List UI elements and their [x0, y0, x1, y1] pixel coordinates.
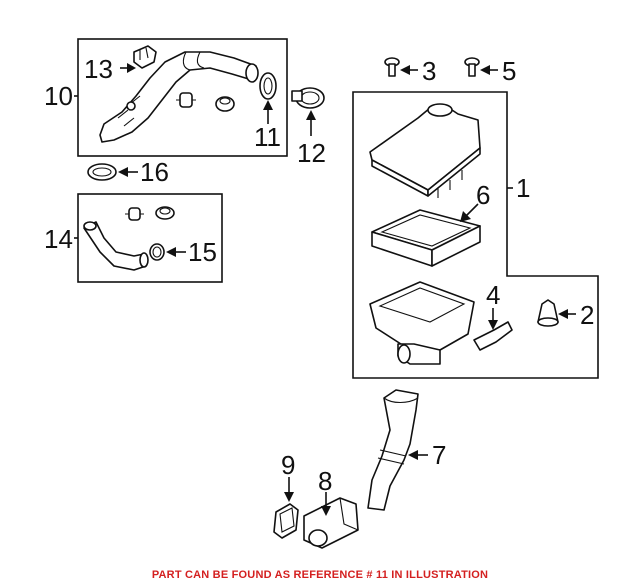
group-box-10 [77, 38, 288, 157]
callout-5: 5 [502, 56, 516, 86]
intake-duct-10 [99, 51, 259, 143]
filter-element-6 [371, 209, 481, 267]
inlet-duct-7 [367, 389, 419, 511]
leader-9 [284, 477, 294, 502]
callout-8: 8 [318, 466, 332, 496]
bracket-4 [473, 321, 513, 351]
valve-14 [125, 207, 144, 221]
leader-12 [306, 110, 316, 136]
sensor-13 [133, 45, 157, 69]
callout-15: 15 [188, 237, 217, 267]
leader-16 [118, 167, 138, 177]
leader-11 [263, 100, 273, 124]
leader-15 [166, 247, 186, 257]
callout-6: 6 [476, 180, 490, 210]
seal-ring-15 [149, 243, 165, 261]
leader-2 [558, 309, 576, 319]
leader-4 [488, 308, 498, 330]
callout-12: 12 [297, 138, 326, 168]
seal-ring-11 [259, 72, 277, 100]
reference-note: PART CAN BE FOUND AS REFERENCE # 11 IN I… [151, 569, 489, 581]
seal-9 [273, 503, 299, 539]
callout-16: 16 [140, 157, 169, 187]
callout-3: 3 [422, 56, 436, 86]
callout-7: 7 [432, 440, 446, 470]
callout-10: 10 [44, 81, 73, 111]
resonator-8 [303, 497, 359, 549]
leader-8 [321, 492, 331, 516]
bolt-5 [464, 57, 480, 77]
callout-9: 9 [281, 450, 295, 480]
grommet-10 [215, 96, 235, 112]
grommet-2 [537, 299, 559, 327]
check-valve-10 [176, 92, 196, 108]
hose-clamp-12 [291, 87, 325, 109]
callout-2: 2 [580, 300, 594, 330]
grommet-14 [155, 206, 175, 220]
air-cleaner-lower-housing [369, 281, 475, 365]
hose-14 [83, 221, 149, 271]
air-cleaner-cover [369, 103, 481, 198]
leader-13 [120, 63, 136, 73]
callout-4: 4 [486, 280, 500, 310]
callout-14: 14 [44, 224, 73, 254]
hose-clamp-16 [87, 163, 117, 181]
leader-6 [460, 203, 479, 222]
leader-3 [400, 65, 418, 75]
bolt-3 [384, 57, 400, 77]
callout-1: 1 [516, 173, 530, 203]
callout-13: 13 [84, 54, 113, 84]
callout-11: 11 [254, 122, 281, 152]
leader-5 [480, 65, 498, 75]
leader-7 [408, 450, 428, 460]
group-box-1 [352, 91, 599, 379]
